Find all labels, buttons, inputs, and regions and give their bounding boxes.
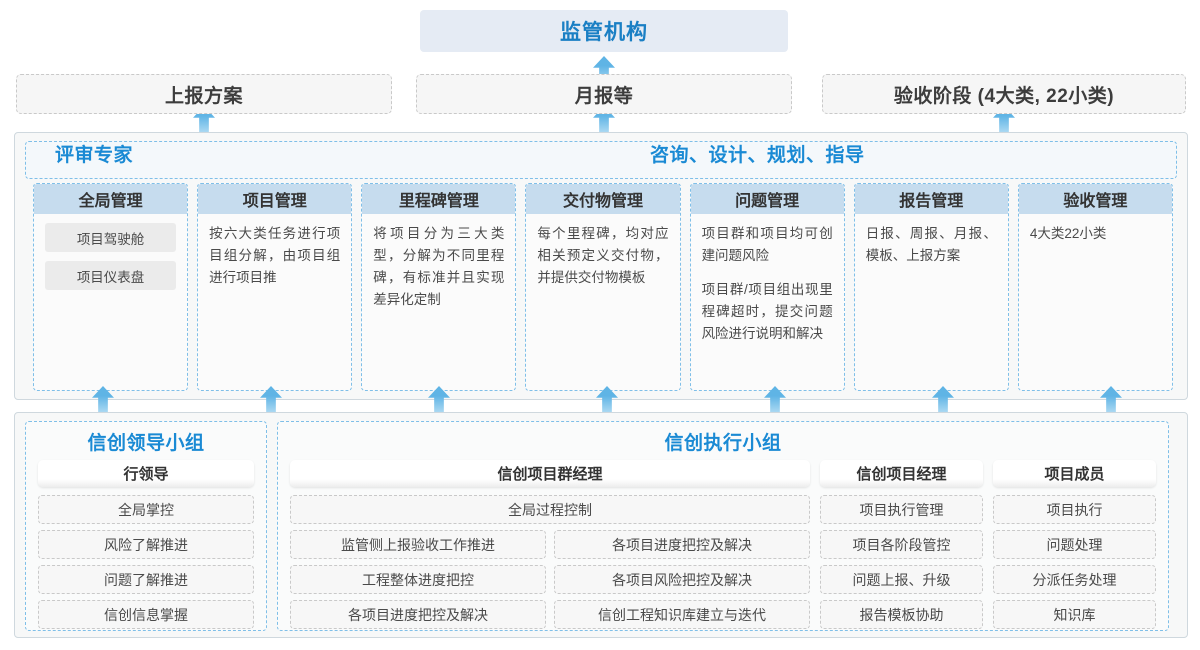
task-item[interactable]: 各项目进度把控及解决 <box>290 600 546 629</box>
task-item-wide[interactable]: 全局过程控制 <box>290 495 810 524</box>
card-deliverable-management[interactable]: 交付物管理 每个里程碑，均对应相关预定义交付物，并提供交付物模板 <box>525 183 681 391</box>
program-manager-subcolumn-left: 监管侧上报验收工作推进 工程整体进度把控 各项目进度把控及解决 <box>290 530 546 629</box>
group-execution-title: 信创执行小组 <box>664 433 782 454</box>
regulator-banner-label: 监管机构 <box>560 21 648 44</box>
card-title: 报告管理 <box>854 184 1008 214</box>
card-global-management[interactable]: 全局管理 项目驾驶舱 项目仪表盘 <box>33 183 189 391</box>
card-paragraph: 4大类22小类 <box>1029 226 1107 241</box>
card-paragraph: 每个里程碑，均对应相关预定义交付物，并提供交付物模板 <box>537 226 669 285</box>
group-execution: 信创执行小组 信创项目群经理 全局过程控制 监管侧上报验收工作推进 工程整体进度… <box>277 421 1169 631</box>
program-manager-subcolumns: 监管侧上报验收工作推进 工程整体进度把控 各项目进度把控及解决 各项目进度把控及… <box>290 530 810 629</box>
report-box-plan[interactable]: 上报方案 <box>16 74 392 114</box>
role-header[interactable]: 行领导 <box>38 460 254 487</box>
column-project-manager: 信创项目经理 项目执行管理 项目各阶段管控 问题上报、升级 报告模板协助 <box>820 460 983 629</box>
card-report-management[interactable]: 报告管理 日报、周报、月报、模板、上报方案 <box>853 183 1009 391</box>
task-item[interactable]: 知识库 <box>993 600 1156 629</box>
card-chip[interactable]: 项目仪表盘 <box>45 261 177 290</box>
report-box-plan-label: 上报方案 <box>164 85 243 107</box>
task-item[interactable]: 问题上报、升级 <box>820 565 983 594</box>
card-title: 全局管理 <box>34 184 188 214</box>
role-header[interactable]: 信创项目群经理 <box>290 460 810 487</box>
task-item[interactable]: 全局掌控 <box>38 495 254 524</box>
card-title: 交付物管理 <box>526 184 680 214</box>
card-paragraph: 项目群/项目组出现里程碑超时，提交问题风险进行说明和解决 <box>701 282 833 341</box>
org-section: 信创领导小组 行领导 全局掌控 风险了解推进 问题了解推进 信创信息掌握 信创执… <box>14 412 1188 638</box>
task-item[interactable]: 问题处理 <box>993 530 1156 559</box>
task-item[interactable]: 信创信息掌握 <box>38 600 254 629</box>
task-item[interactable]: 各项目风险把控及解决 <box>554 565 810 594</box>
card-title: 里程碑管理 <box>362 184 516 214</box>
task-item[interactable]: 项目执行管理 <box>820 495 983 524</box>
program-manager-subcolumn-right: 各项目进度把控及解决 各项目风险把控及解决 信创工程知识库建立与迭代 <box>554 530 810 629</box>
review-experts-label: 评审专家 <box>55 145 134 166</box>
card-body: 每个里程碑，均对应相关预定义交付物，并提供交付物模板 <box>526 214 679 390</box>
card-title: 项目管理 <box>198 184 352 214</box>
card-project-management[interactable]: 项目管理 按六大类任务进行项目组分解，由项目组进行项目推 <box>197 183 353 391</box>
task-item[interactable]: 工程整体进度把控 <box>290 565 546 594</box>
group-leadership: 信创领导小组 行领导 全局掌控 风险了解推进 问题了解推进 信创信息掌握 <box>25 421 267 631</box>
card-paragraph: 项目群和项目均可创建问题风险 <box>701 226 833 263</box>
task-item[interactable]: 风险了解推进 <box>38 530 254 559</box>
card-body: 将项目分为三大类型，分解为不同里程碑，有标准并且实现差异化定制 <box>362 214 515 390</box>
card-paragraph: 日报、周报、月报、模板、上报方案 <box>865 226 997 263</box>
role-header[interactable]: 信创项目经理 <box>820 460 983 487</box>
task-item[interactable]: 各项目进度把控及解决 <box>554 530 810 559</box>
consulting-design-label: 咨询、设计、规划、指导 <box>650 145 865 166</box>
task-item[interactable]: 项目执行 <box>993 495 1156 524</box>
card-chip[interactable]: 项目驾驶舱 <box>45 223 177 252</box>
task-item[interactable]: 监管侧上报验收工作推进 <box>290 530 546 559</box>
report-box-acceptance-label: 验收阶段 (4大类, 22小类) <box>893 85 1115 107</box>
task-item[interactable]: 问题了解推进 <box>38 565 254 594</box>
report-box-monthly-label: 月报等 <box>574 85 634 107</box>
card-body: 4大类22小类 <box>1019 214 1172 390</box>
report-row: 上报方案 月报等 验收阶段 (4大类, 22小类) <box>16 74 1186 114</box>
column-program-manager: 信创项目群经理 全局过程控制 监管侧上报验收工作推进 工程整体进度把控 各项目进… <box>290 460 810 629</box>
card-milestone-management[interactable]: 里程碑管理 将项目分为三大类型，分解为不同里程碑，有标准并且实现差异化定制 <box>361 183 517 391</box>
card-acceptance-management[interactable]: 验收管理 4大类22小类 <box>1017 183 1173 391</box>
card-paragraph: 将项目分为三大类型，分解为不同里程碑，有标准并且实现差异化定制 <box>373 226 505 307</box>
column-project-members: 项目成员 项目执行 问题处理 分派任务处理 知识库 <box>993 460 1156 629</box>
capability-card-list: 全局管理 项目驾驶舱 项目仪表盘 项目管理 按六大类任务进行项目组分解，由项目组… <box>33 183 1173 391</box>
card-body: 项目群和项目均可创建问题风险 项目群/项目组出现里程碑超时，提交问题风险进行说明… <box>691 214 844 390</box>
card-body: 按六大类任务进行项目组分解，由项目组进行项目推 <box>198 214 351 390</box>
card-title: 验收管理 <box>1018 184 1172 214</box>
role-header[interactable]: 项目成员 <box>993 460 1156 487</box>
group-leadership-columns: 行领导 全局掌控 风险了解推进 问题了解推进 信创信息掌握 <box>26 460 266 629</box>
card-paragraph: 按六大类任务进行项目组分解，由项目组进行项目推 <box>209 226 341 285</box>
regulator-banner: 监管机构 <box>420 10 788 52</box>
card-title: 问题管理 <box>690 184 844 214</box>
card-issue-management[interactable]: 问题管理 项目群和项目均可创建问题风险 项目群/项目组出现里程碑超时，提交问题风… <box>689 183 845 391</box>
column-bank-leader: 行领导 全局掌控 风险了解推进 问题了解推进 信创信息掌握 <box>38 460 254 629</box>
task-item[interactable]: 项目各阶段管控 <box>820 530 983 559</box>
card-body: 项目驾驶舱 项目仪表盘 <box>34 214 187 390</box>
task-item[interactable]: 分派任务处理 <box>993 565 1156 594</box>
capability-section: 评审专家 咨询、设计、规划、指导 全局管理 项目驾驶舱 项目仪表盘 项目管理 按… <box>14 132 1188 400</box>
capability-section-header <box>25 141 1177 179</box>
report-box-monthly[interactable]: 月报等 <box>416 74 792 114</box>
task-item[interactable]: 报告模板协助 <box>820 600 983 629</box>
group-execution-columns: 信创项目群经理 全局过程控制 监管侧上报验收工作推进 工程整体进度把控 各项目进… <box>278 460 1168 629</box>
report-box-acceptance[interactable]: 验收阶段 (4大类, 22小类) <box>822 74 1186 114</box>
group-leadership-title: 信创领导小组 <box>87 433 205 454</box>
card-body: 日报、周报、月报、模板、上报方案 <box>855 214 1008 390</box>
task-item[interactable]: 信创工程知识库建立与迭代 <box>554 600 810 629</box>
